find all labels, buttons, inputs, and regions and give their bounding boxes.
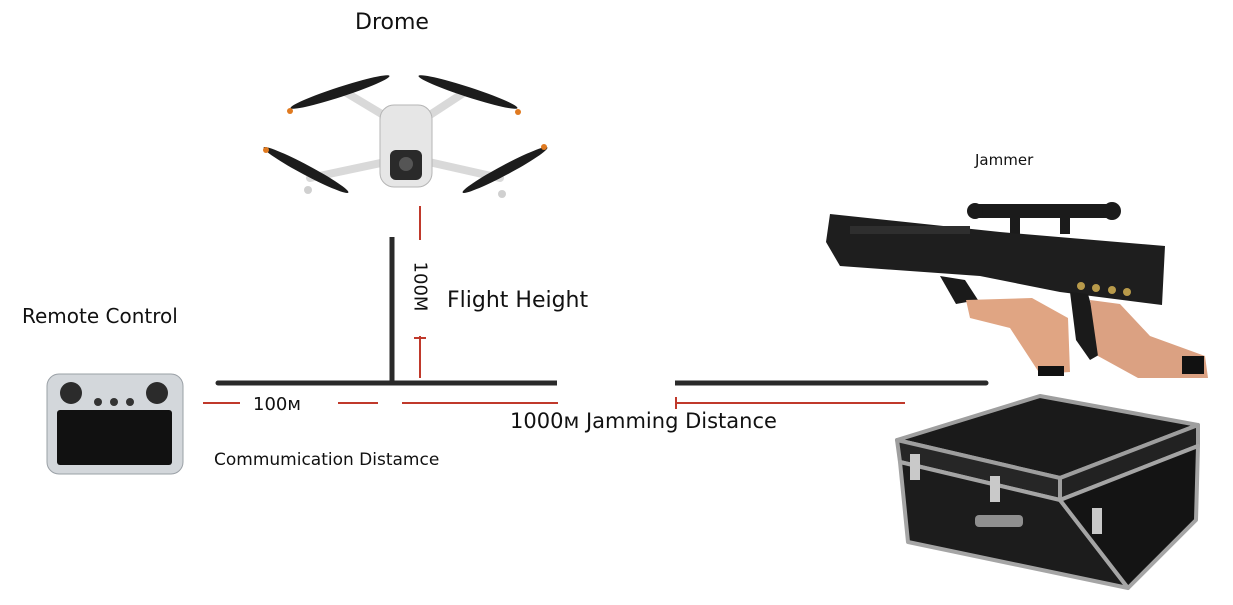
jamming-distance-label: 1000м Jamming Distance	[510, 409, 777, 433]
drone-icon	[263, 75, 548, 198]
carrying-case-icon	[895, 394, 1200, 590]
height-value-label: 100M	[409, 261, 431, 312]
remote-control-label: Remote Control	[22, 304, 178, 328]
jammer-label: Jammer	[975, 151, 1034, 169]
ground-gap	[557, 379, 675, 387]
drone-label: Drome	[355, 10, 429, 35]
jammer-gun-icon	[826, 202, 1208, 378]
flight-height-label: Flight Height	[447, 288, 589, 313]
comm-distance-label: Commumication Distamce	[214, 450, 440, 470]
remote-control-icon	[46, 373, 184, 475]
comm-distance-value: 100м	[253, 394, 301, 415]
